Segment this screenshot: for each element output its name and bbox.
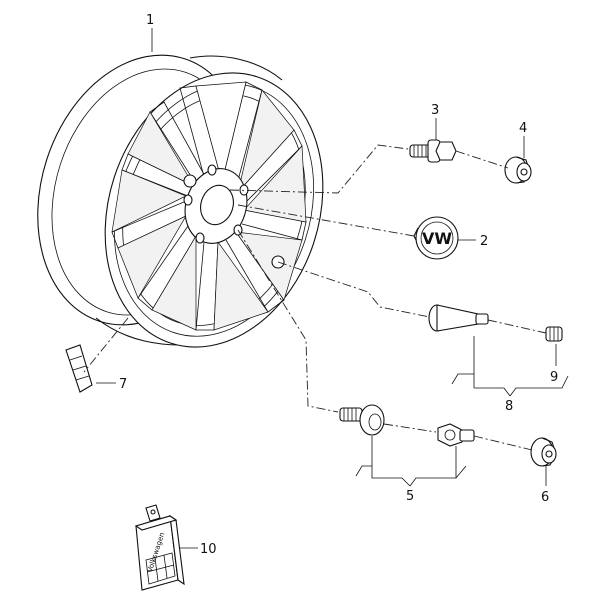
- alloy-wheel: [37, 54, 324, 348]
- callout-7: 7: [119, 377, 127, 392]
- callout-10: 10: [200, 542, 217, 557]
- valve-cap: [545, 326, 563, 342]
- lock-cap: [530, 437, 557, 467]
- balance-weight: [65, 344, 93, 393]
- bolt-set-package: Volkswagen: [134, 504, 185, 591]
- callout-5: 5: [406, 489, 414, 504]
- callout-1: 1: [146, 13, 154, 28]
- emblem-lettering: VW: [422, 229, 452, 248]
- bolt-cap: [504, 156, 532, 184]
- callout-numbers: 1 2 3 4 5 6 7 8 9 10: [119, 13, 558, 557]
- callout-3: 3: [431, 103, 439, 118]
- callout-9: 9: [550, 370, 558, 385]
- callout-4: 4: [519, 121, 527, 136]
- tire-valve: [428, 304, 489, 332]
- wheel-bolt: [409, 139, 457, 163]
- lock-adapter: [437, 423, 475, 447]
- assembly-lines: [83, 144, 547, 451]
- callout-6: 6: [541, 490, 549, 505]
- callout-8: 8: [505, 399, 513, 414]
- callout-leaders: [96, 28, 569, 549]
- callout-2: 2: [480, 234, 488, 249]
- anti-theft-bolt: [339, 404, 385, 436]
- vw-center-cap: VW: [413, 216, 459, 260]
